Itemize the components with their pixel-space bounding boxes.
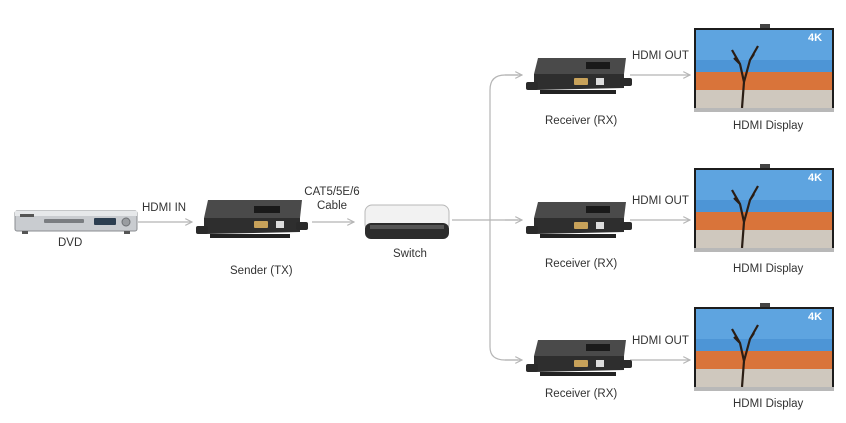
4k-badge-1: 4K xyxy=(808,32,823,44)
hdmi-display-icon xyxy=(694,24,834,112)
receiver-device-icon xyxy=(526,340,632,376)
dvd-player-icon xyxy=(14,210,138,234)
4k-badge-2: 4K xyxy=(808,172,823,184)
cable-label-line2: Cable xyxy=(316,200,348,212)
receiver-label-1: Receiver (RX) xyxy=(545,115,618,127)
dvd-label: DVD xyxy=(58,237,83,249)
receiver-device-icon xyxy=(526,58,632,94)
receiver-device-icon xyxy=(526,202,632,238)
hdmi-in-label: HDMI IN xyxy=(142,202,187,214)
cable-label-line1: CAT5/5E/6 xyxy=(304,186,360,198)
display-label-1: HDMI Display xyxy=(733,120,804,132)
display-label-3: HDMI Display xyxy=(733,398,804,410)
network-switch-icon xyxy=(364,204,450,239)
hdmi-out-label-1: HDMI OUT xyxy=(632,50,689,62)
4k-badge-3: 4K xyxy=(808,311,823,323)
receiver-label-2: Receiver (RX) xyxy=(545,258,618,270)
hdmi-out-label-3: HDMI OUT xyxy=(632,335,689,347)
display-label-2: HDMI Display xyxy=(733,263,804,275)
switch-label: Switch xyxy=(393,248,427,260)
switch-branch-line xyxy=(452,74,518,361)
hdmi-display-icon xyxy=(694,164,834,252)
sender-label: Sender (TX) xyxy=(230,265,293,277)
sender-device-icon xyxy=(196,200,308,238)
cable-label: CAT5/5E/6 Cable xyxy=(300,185,364,213)
hdmi-display-icon xyxy=(694,303,834,391)
hdmi-out-label-2: HDMI OUT xyxy=(632,195,689,207)
receiver-label-3: Receiver (RX) xyxy=(545,388,618,400)
